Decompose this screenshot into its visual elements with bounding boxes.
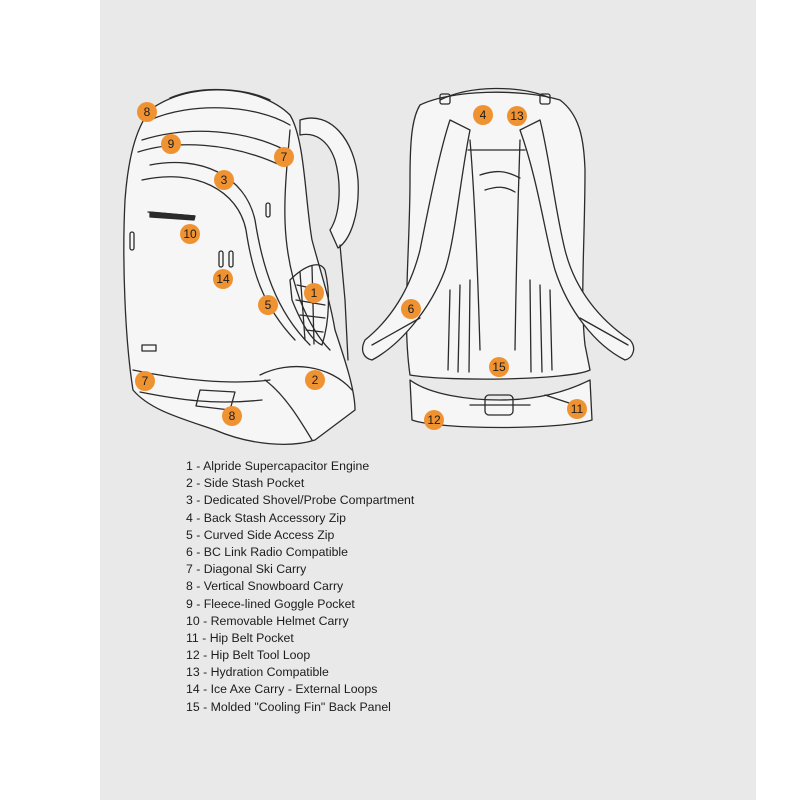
callout-badge: 7 bbox=[135, 371, 155, 391]
feature-legend: 1 - Alpride Supercapacitor Engine 2 - Si… bbox=[186, 458, 414, 716]
legend-item: 3 - Dedicated Shovel/Probe Compartment bbox=[186, 493, 415, 508]
callout-badge: 9 bbox=[161, 134, 181, 154]
callout-badge: 5 bbox=[258, 295, 278, 315]
legend-item: 8 - Vertical Snowboard Carry bbox=[186, 579, 344, 594]
callout-badge: 14 bbox=[213, 269, 233, 289]
callout-badge: 10 bbox=[180, 224, 200, 244]
callout-badge: 7 bbox=[274, 147, 294, 167]
callout-badge: 13 bbox=[507, 106, 527, 126]
legend-item: 4 - Back Stash Accessory Zip bbox=[186, 510, 346, 525]
legend-item: 6 - BC Link Radio Compatible bbox=[186, 544, 348, 559]
legend-item: 9 - Fleece-lined Goggle Pocket bbox=[186, 596, 355, 611]
legend-item: 14 - Ice Axe Carry - External Loops bbox=[186, 682, 378, 697]
callout-badge: 11 bbox=[567, 399, 587, 419]
legend-item: 15 - Molded "Cooling Fin" Back Panel bbox=[186, 699, 391, 714]
callout-badge: 3 bbox=[214, 170, 234, 190]
callout-badge: 2 bbox=[305, 370, 325, 390]
backpack-front-view bbox=[123, 88, 359, 445]
callout-badge: 8 bbox=[222, 406, 242, 426]
callout-badge: 8 bbox=[137, 102, 157, 122]
legend-item: 11 - Hip Belt Pocket bbox=[186, 630, 294, 645]
legend-item: 1 - Alpride Supercapacitor Engine bbox=[186, 459, 370, 473]
legend-item: 10 - Removable Helmet Carry bbox=[186, 613, 349, 628]
callout-badge: 6 bbox=[401, 299, 421, 319]
legend-item: 12 - Hip Belt Tool Loop bbox=[186, 648, 311, 663]
callout-badge: 4 bbox=[473, 105, 493, 125]
callout-badge: 1 bbox=[304, 283, 324, 303]
backpack-back-view bbox=[361, 87, 635, 429]
callout-badge: 12 bbox=[424, 410, 444, 430]
legend-item: 7 - Diagonal Ski Carry bbox=[186, 562, 307, 577]
legend-item: 5 - Curved Side Access Zip bbox=[186, 527, 335, 542]
legend-item: 2 - Side Stash Pocket bbox=[186, 476, 305, 491]
legend-item: 13 - Hydration Compatible bbox=[186, 665, 329, 680]
callout-badge: 15 bbox=[489, 357, 509, 377]
